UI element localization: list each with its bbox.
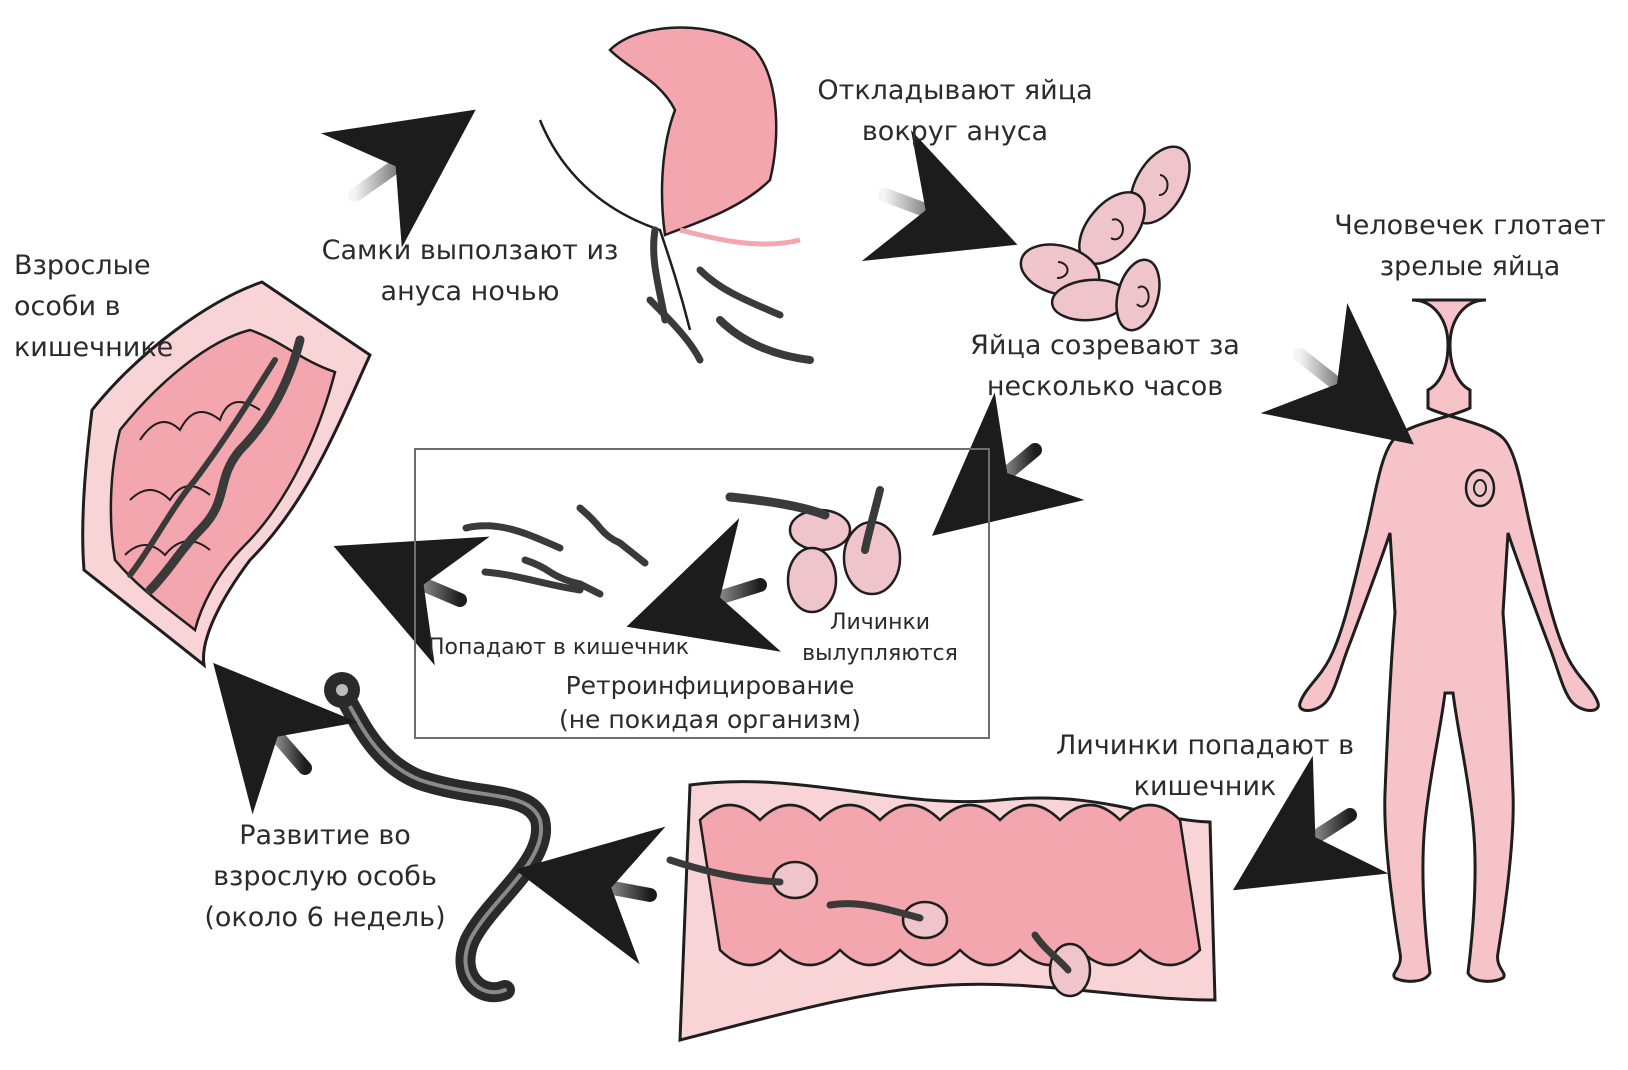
label-line: несколько часов — [940, 366, 1270, 407]
arrow-to-intestine — [1280, 815, 1350, 860]
label-line: Попадают в кишечник — [428, 632, 689, 663]
label-line: (не покидая организм) — [520, 703, 900, 737]
label-females-exit: Самки выползают из ануса ночью — [305, 230, 635, 312]
label-line: Самки выползают из — [305, 230, 635, 271]
label-line: Развитие во — [180, 815, 470, 856]
arrow-to-eggs — [885, 195, 965, 225]
human-figure-illustration — [1300, 300, 1599, 981]
arrow-up-to-anus — [355, 142, 430, 195]
label-line: вокруг ануса — [790, 111, 1120, 152]
eggs-cluster-illustration — [1015, 137, 1202, 335]
label-line: Личинки — [790, 607, 970, 638]
label-swallows-eggs: Человечек глотает зрелые яйца — [1315, 205, 1625, 287]
label-retroinfection: Ретроинфицирование (не покидая организм) — [520, 669, 900, 737]
arrow-to-human — [1300, 355, 1370, 410]
label-adults-in-intestine: Взрослые особи в кишечнике — [14, 245, 173, 368]
label-line: Личинки попадают в — [1035, 725, 1375, 766]
arrow-to-adults-intestine — [250, 705, 305, 768]
label-enter-intestine: Попадают в кишечник — [428, 632, 689, 663]
intestine-larvae-illustration — [670, 782, 1215, 1040]
label-larvae-hatch: Личинки вылупляются — [790, 607, 970, 669]
label-eggs-mature: Яйца созревают за несколько часов — [940, 325, 1270, 407]
label-line: кишечник — [1035, 766, 1375, 807]
label-line: Ретроинфицирование — [520, 669, 900, 703]
label-line: Человечек глотает — [1315, 205, 1625, 246]
arrow-to-adult-worm — [570, 880, 650, 895]
label-line: особи в — [14, 286, 173, 327]
label-line: взрослую особь — [180, 856, 470, 897]
label-line: кишечнике — [14, 327, 173, 368]
label-line: зрелые яйца — [1315, 246, 1625, 287]
label-larvae-to-intestine: Личинки попадают в кишечник — [1035, 725, 1375, 807]
label-line: ануса ночью — [305, 271, 635, 312]
label-line: вылупляются — [790, 638, 970, 669]
label-line: (около 6 недель) — [180, 897, 470, 938]
label-line: Откладывают яйца — [790, 70, 1120, 111]
label-development: Развитие во взрослую особь (около 6 неде… — [180, 815, 470, 938]
label-lay-eggs: Откладывают яйца вокруг ануса — [790, 70, 1120, 152]
label-line: Яйца созревают за — [940, 325, 1270, 366]
label-line: Взрослые — [14, 245, 173, 286]
